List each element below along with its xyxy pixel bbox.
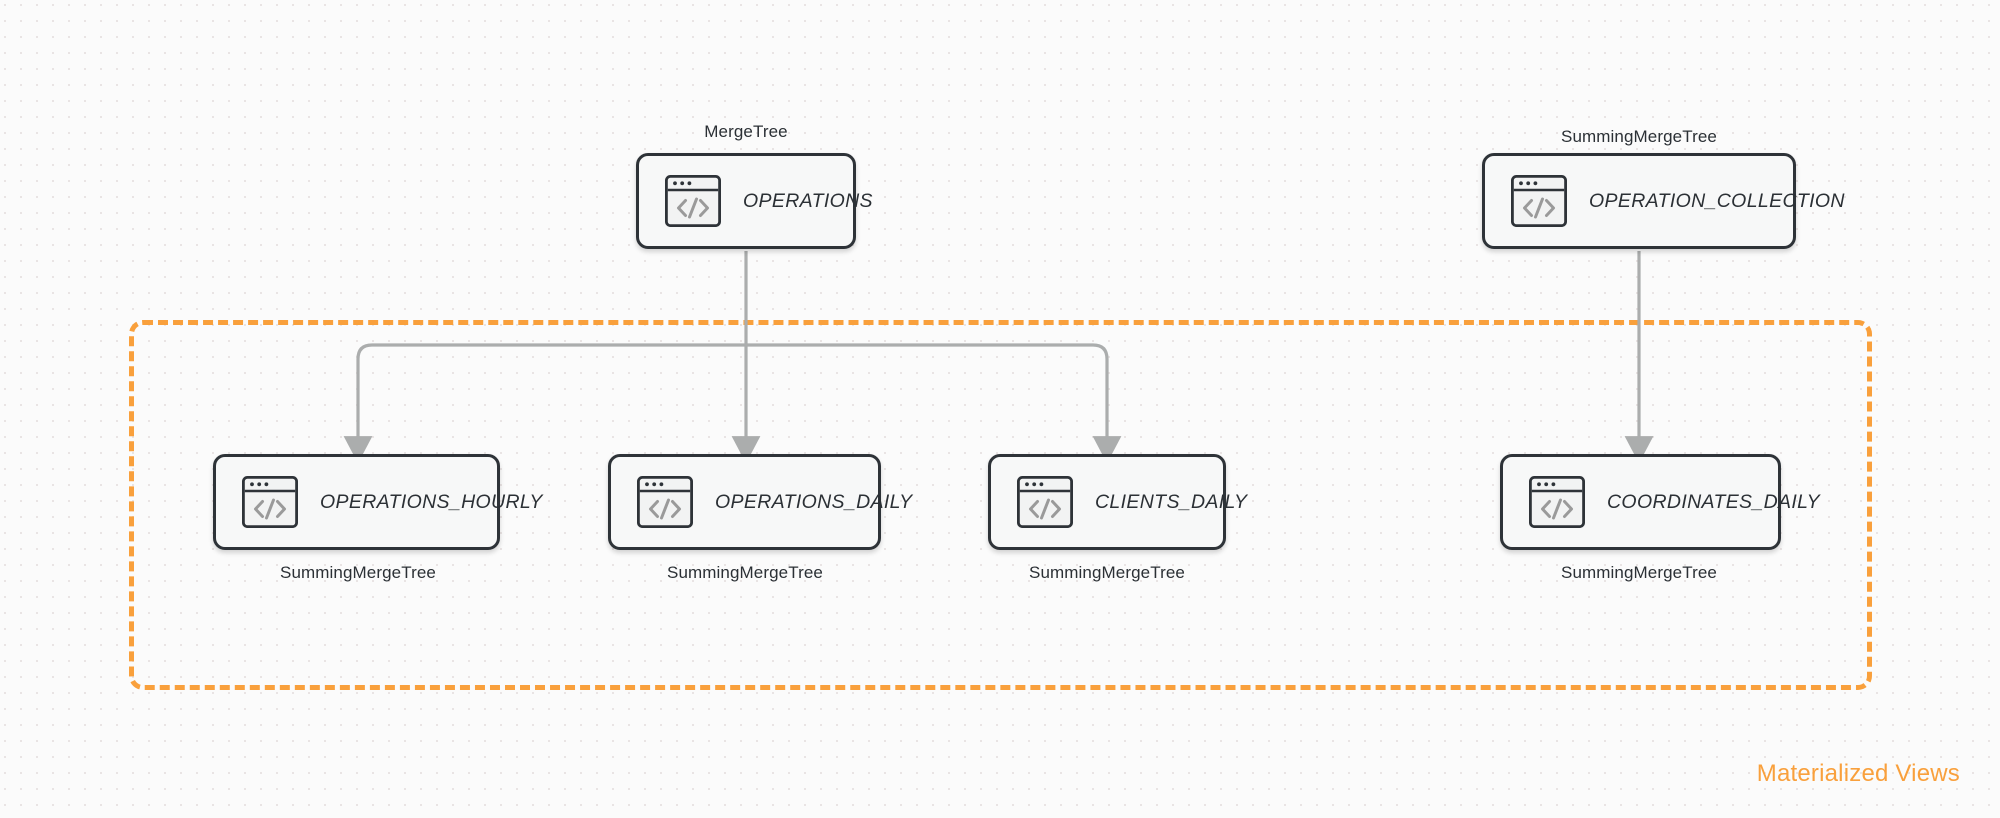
node-operations-hourly[interactable]: OPERATIONS_HOURLY [213,454,542,550]
materialized-views-group-label: Materialized Views [1756,760,1960,787]
engine-label-operations-daily: SummingMergeTree [667,563,823,582]
engine-label-clients-daily: SummingMergeTree [1029,563,1185,582]
code-window-icon [242,476,298,528]
node-label-operations-hourly: OPERATIONS_HOURLY [320,490,543,513]
edge-operations-to-clients-daily [746,343,1122,464]
code-window-icon [637,476,693,528]
node-coordinates-daily[interactable]: COORDINATES_DAILY [1500,454,1820,550]
node-label-operation-collection: OPERATION_COLLECTION [1589,189,1845,212]
engine-label-coordinates-daily: SummingMergeTree [1561,563,1717,582]
engine-label-operations-hourly: SummingMergeTree [280,563,436,582]
node-operation-collection[interactable]: OPERATION_COLLECTION [1482,153,1845,249]
code-window-icon [1529,476,1585,528]
node-label-operations-daily: OPERATIONS_DAILY [715,490,913,513]
node-label-coordinates-daily: COORDINATES_DAILY [1607,490,1820,513]
node-label-clients-daily: CLIENTS_DAILY [1095,490,1248,513]
node-operations-daily[interactable]: OPERATIONS_DAILY [608,454,912,550]
code-window-icon [1511,175,1567,227]
node-clients-daily[interactable]: CLIENTS_DAILY [988,454,1247,550]
edge-operations-to-operations-hourly [343,343,746,464]
engine-label-operation-collection: SummingMergeTree [1561,127,1717,146]
code-window-icon [665,175,721,227]
node-operations[interactable]: OPERATIONS [636,153,873,249]
engine-label-operations: MergeTree [704,122,788,141]
node-label-operations: OPERATIONS [743,189,873,212]
code-window-icon [1017,476,1073,528]
